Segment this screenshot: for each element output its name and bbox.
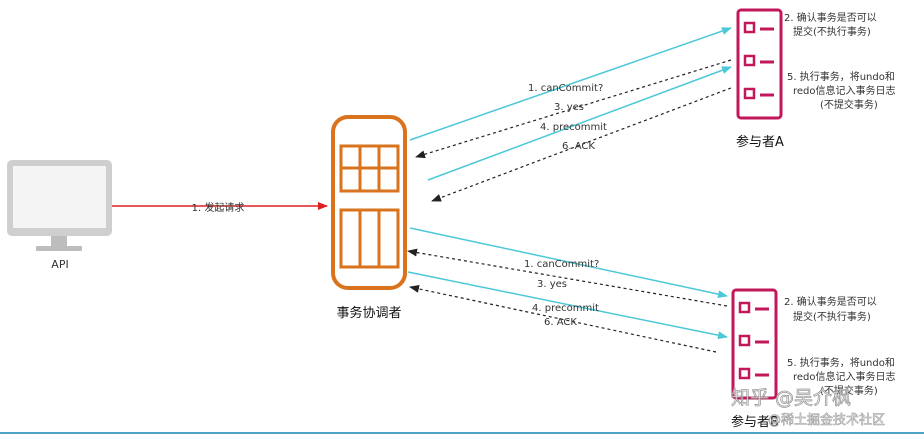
flow-a-ack-label: 6. ACK	[562, 141, 595, 152]
note-a-confirm-line2: 提交(不执行事务)	[793, 25, 871, 38]
participant-a-label: 参与者A	[736, 134, 784, 150]
participant-b-icon	[731, 288, 778, 400]
flow-a-cancommit-label: 1. canCommit?	[528, 83, 603, 94]
note-a-exec-line2: redo信息记入事务日志	[793, 84, 896, 97]
flow-a-yes-label: 3. yes	[554, 102, 584, 113]
arrow-a-cancommit	[409, 27, 732, 141]
arrow-b-ack	[409, 284, 717, 353]
coordinator-label: 事务协调者	[336, 305, 401, 321]
note-a-confirm-line1: 2. 确认事务是否可以	[784, 11, 877, 24]
arrow-b-precommit	[407, 271, 728, 340]
api-label: API	[51, 258, 68, 271]
note-b-exec-line1: 5. 执行事务，将undo和	[787, 356, 895, 369]
api-monitor-icon	[7, 160, 112, 251]
coordinator-icon	[331, 115, 407, 290]
participant-a-icon	[736, 8, 783, 120]
note-b-confirm-line2: 提交(不执行事务)	[793, 310, 871, 323]
flow-b-ack-label: 6. ACK	[544, 317, 577, 328]
flow-b-precommit-label: 4. precommit	[532, 303, 599, 314]
note-b-exec-line2: redo信息记入事务日志	[793, 370, 896, 383]
request-arrow-label: 1. 发起请求	[192, 201, 245, 214]
watermark-line2: @稀土掘金技术社区	[768, 412, 885, 428]
note-b-confirm-line1: 2. 确认事务是否可以	[784, 295, 877, 308]
flow-b-cancommit-label: 1. canCommit?	[524, 259, 599, 270]
arrow-a-ack	[431, 87, 732, 202]
participant-b-label: 参与者B	[731, 414, 779, 430]
arrow-a-precommit	[427, 66, 732, 181]
flow-a-precommit-label: 4. precommit	[540, 122, 607, 133]
watermark-line1: 知乎 @吴介枫	[731, 387, 851, 409]
note-a-exec-line3: (不提交事务)	[820, 98, 878, 111]
flow-b-yes-label: 3. yes	[537, 279, 567, 290]
note-a-exec-line1: 5. 执行事务，将undo和	[787, 70, 895, 83]
arrow-a-yes	[415, 59, 732, 159]
arrow-b-cancommit	[409, 227, 728, 299]
note-b-exec-line3: (不提交事务)	[820, 384, 878, 397]
